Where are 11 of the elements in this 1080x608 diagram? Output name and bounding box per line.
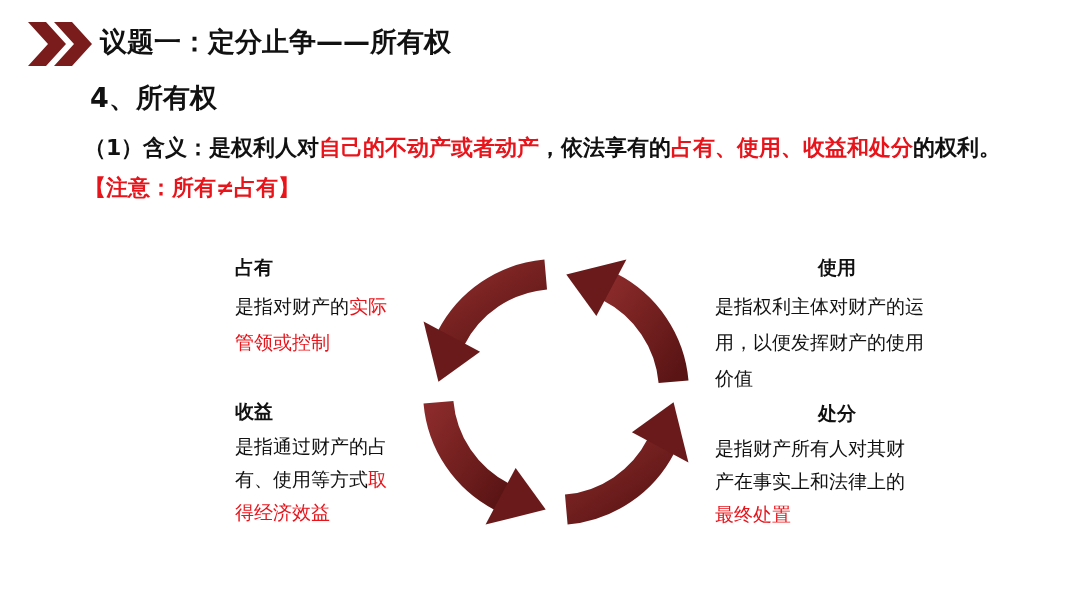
- term-heading: 处分: [818, 401, 856, 426]
- term-heading: 使用: [818, 255, 856, 280]
- term-description: 是指权利主体对财产的运用，以便发挥财产的使用价值: [715, 294, 925, 391]
- term-heading: 占有: [235, 255, 273, 280]
- definition-text: （1）含义：是权利人对自己的不动产或者动产，依法享有的占有、使用、收益和处分的权利。【注意：所有≠占有】: [84, 134, 1003, 202]
- term-heading: 收益: [235, 399, 273, 424]
- term-description: 是指财产所有人对其财产在事实上和法律上的最终处置: [715, 436, 906, 527]
- term-description: 是指通过财产的占有、使用等方式取得经济效益: [235, 434, 388, 525]
- term-description: 是指对财产的实际管领或控制: [235, 294, 388, 355]
- slide-title: 议题一：定分止争——所有权: [100, 25, 451, 59]
- section-heading: 4、所有权: [90, 81, 217, 115]
